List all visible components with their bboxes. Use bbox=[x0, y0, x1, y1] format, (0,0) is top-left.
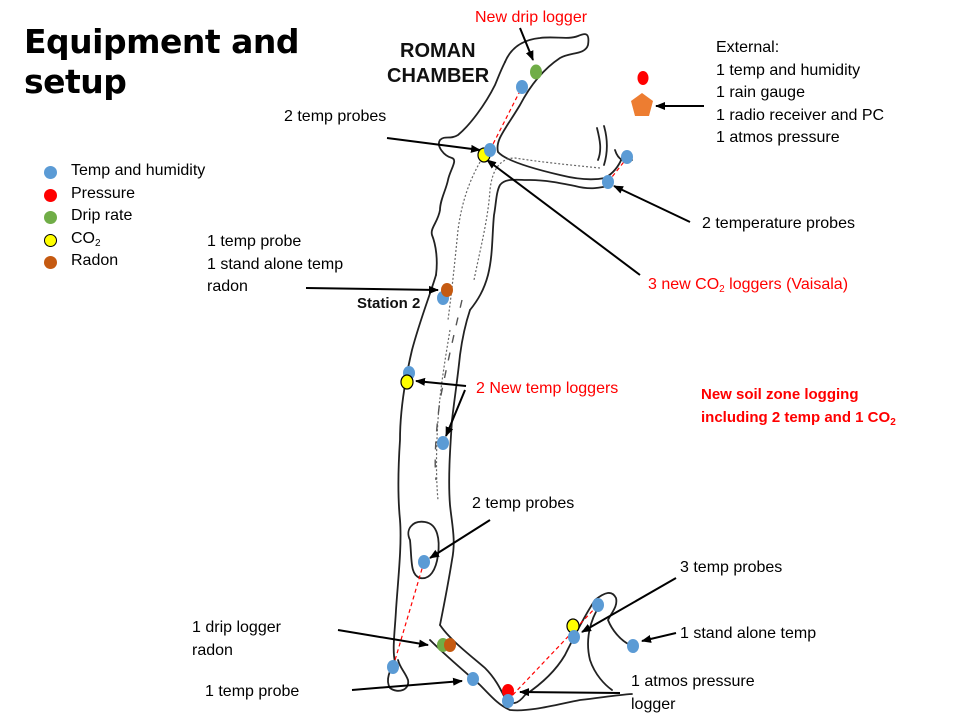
label-new-temp-loggers: 2 New temp loggers bbox=[476, 380, 619, 397]
label-co2-loggers: 3 new CO2 loggers (Vaisala) bbox=[648, 276, 849, 295]
legend-item-temp: Temp and humidity bbox=[42, 160, 205, 183]
label-atmos-logger: 1 atmos pressure logger bbox=[631, 671, 755, 716]
label-two-temp-probes-mid: 2 temp probes bbox=[472, 495, 575, 512]
arrow-temp-probe-low bbox=[351, 677, 463, 691]
drip-marker bbox=[530, 64, 542, 80]
legend-label: Temp and humidity bbox=[71, 162, 206, 179]
co2-icon bbox=[44, 233, 57, 247]
pressure-marker bbox=[502, 684, 514, 698]
drip-rate-icon bbox=[44, 211, 57, 224]
temp-marker bbox=[568, 630, 580, 644]
station2-line: radon bbox=[207, 278, 248, 295]
co2-marker bbox=[400, 374, 414, 390]
label-stand-alone-temp: 1 stand alone temp bbox=[680, 625, 817, 642]
external-pressure-marker bbox=[637, 71, 649, 85]
temp-marker bbox=[437, 436, 449, 450]
external-item: 1 radio receiver and PC bbox=[716, 106, 885, 124]
radon-marker bbox=[444, 638, 456, 652]
temp-marker bbox=[467, 672, 479, 686]
arrow-stand-alone bbox=[641, 632, 677, 643]
temp-marker bbox=[484, 143, 496, 157]
temp-marker bbox=[387, 660, 399, 674]
arrow-co2-loggers bbox=[486, 159, 641, 276]
soil-line: including 2 temp and 1 CO2 bbox=[701, 408, 896, 428]
dotted-survey-lines bbox=[435, 157, 601, 501]
temp-marker bbox=[592, 598, 604, 612]
page-title: Equipment and setup bbox=[24, 22, 300, 101]
atmos-line: 1 atmos pressure bbox=[631, 673, 755, 690]
label-one-temp-probe: 1 temp probe bbox=[205, 683, 300, 700]
legend-item-co2: CO2 bbox=[42, 228, 205, 251]
arrow-new-temp-2 bbox=[445, 389, 466, 437]
external-title: External: bbox=[716, 39, 780, 56]
legend: Temp and humidity Pressure Drip rate CO2… bbox=[42, 160, 205, 273]
sensor-markers bbox=[387, 64, 639, 708]
temp-marker bbox=[602, 175, 614, 189]
legend-label: Radon bbox=[71, 252, 119, 269]
external-item: 1 temp and humidity bbox=[716, 61, 861, 79]
roman-chamber-label-2: CHAMBER bbox=[387, 65, 490, 87]
external-item: 1 rain gauge bbox=[716, 84, 805, 101]
arrow-new-temp-1 bbox=[415, 377, 467, 387]
arrow-new-drip bbox=[519, 27, 534, 61]
legend-item-radon: Radon bbox=[42, 250, 205, 273]
atmos-line: logger bbox=[631, 695, 676, 713]
temp-marker bbox=[621, 150, 633, 164]
external-station-pentagon-icon bbox=[631, 93, 653, 116]
arrow-atmos bbox=[519, 688, 621, 697]
soil-line: New soil zone logging bbox=[701, 386, 859, 403]
external-item: 1 atmos pressure bbox=[716, 129, 840, 146]
station-2-label: Station 2 bbox=[357, 295, 420, 312]
station2-line: 1 stand alone temp bbox=[207, 255, 344, 273]
radon-icon bbox=[44, 256, 57, 269]
label-new-drip-logger: New drip logger bbox=[475, 9, 588, 26]
legend-label: Pressure bbox=[71, 184, 136, 202]
label-station2-equipment: 1 temp probe 1 stand alone temp radon bbox=[207, 231, 343, 299]
legend-item-drip: Drip rate bbox=[42, 205, 205, 228]
arrow-temperature-probes bbox=[613, 185, 691, 223]
annotation-arrows bbox=[305, 27, 704, 697]
temp-marker bbox=[502, 694, 514, 708]
arrow-station2 bbox=[305, 285, 439, 294]
roman-chamber-label: ROMAN bbox=[400, 40, 476, 62]
arrow-temp-probes-top bbox=[386, 137, 481, 153]
drip-radon-line: radon bbox=[192, 641, 233, 659]
label-soil-zone: New soil zone logging including 2 temp a… bbox=[701, 384, 896, 429]
arrow-three-probes bbox=[581, 577, 677, 633]
drip-radon-line: 1 drip logger bbox=[192, 619, 281, 636]
label-drip-radon: 1 drip logger radon bbox=[192, 617, 281, 662]
pressure-icon bbox=[44, 188, 57, 202]
temp-marker bbox=[516, 80, 528, 94]
label-two-temperature-probes: 2 temperature probes bbox=[702, 215, 855, 232]
radon-marker bbox=[441, 283, 453, 297]
legend-label: Drip rate bbox=[71, 207, 133, 224]
temp-marker bbox=[627, 639, 639, 653]
legend-item-pressure: Pressure bbox=[42, 183, 205, 206]
arrow-drip-radon bbox=[337, 629, 429, 648]
arrow-temp-probes-mid bbox=[429, 519, 491, 559]
dashed-centerline bbox=[434, 299, 463, 481]
probe-links bbox=[392, 86, 628, 701]
temp-marker bbox=[418, 555, 430, 569]
label-two-temp-probes-top: 2 temp probes bbox=[284, 108, 387, 125]
station2-line: 1 temp probe bbox=[207, 233, 302, 250]
label-three-temp-probes: 3 temp probes bbox=[680, 559, 783, 576]
cave-outline bbox=[387, 33, 633, 712]
temp-humidity-icon bbox=[44, 166, 57, 179]
legend-label: CO2 bbox=[71, 229, 101, 249]
label-external: External: 1 temp and humidity 1 rain gau… bbox=[716, 37, 884, 150]
